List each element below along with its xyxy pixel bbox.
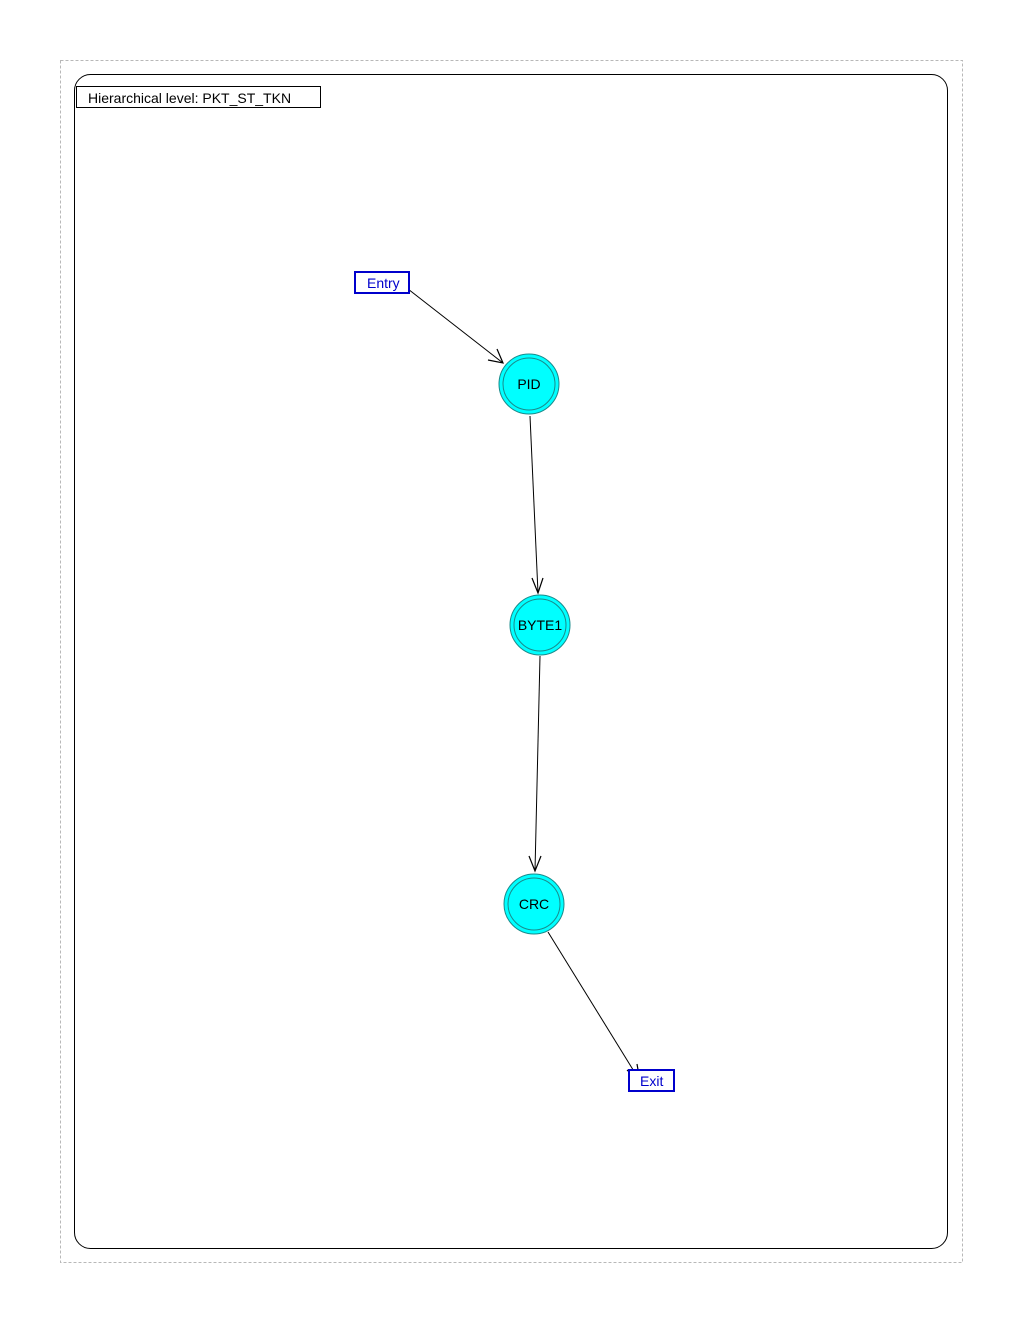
transition-byte1-to-crc[interactable] (528, 655, 542, 873)
state-pid-inner-ring (502, 357, 556, 411)
state-crc-label: CRC (519, 896, 549, 912)
page-boundary (60, 60, 963, 1263)
state-pid-label: PID (517, 376, 540, 392)
state-byte1-inner-ring (513, 598, 567, 652)
state-crc-outer-ring[interactable] (503, 873, 565, 935)
exit-port-box[interactable] (628, 1069, 675, 1092)
state-crc[interactable]: CRC (503, 873, 565, 935)
state-byte1[interactable]: BYTE1 (509, 594, 571, 656)
transition-entry-to-pid[interactable] (407, 288, 505, 364)
entry-port-label: Entry (367, 275, 400, 291)
entry-port[interactable]: Entry (354, 271, 410, 294)
state-pid[interactable]: PID (498, 353, 560, 415)
state-byte1-outer-ring[interactable] (509, 594, 571, 656)
transition-crc-to-exit[interactable] (547, 931, 641, 1083)
level-header: Hierarchical level: PKT_ST_TKN (76, 86, 321, 108)
state-byte1-label: BYTE1 (518, 617, 563, 633)
level-label: Hierarchical level: PKT_ST_TKN (88, 90, 291, 106)
hierarchy-frame (74, 74, 948, 1249)
transition-pid-to-byte1[interactable] (529, 415, 544, 595)
ports: Entry Exit (354, 271, 675, 1092)
state-pid-outer-ring[interactable] (498, 353, 560, 415)
level-label-box (76, 86, 321, 108)
exit-port[interactable]: Exit (628, 1069, 675, 1092)
exit-port-label: Exit (640, 1073, 663, 1089)
entry-port-box[interactable] (354, 271, 410, 294)
state-crc-inner-ring (507, 877, 561, 931)
states: PID BYTE1 CRC (498, 353, 571, 935)
